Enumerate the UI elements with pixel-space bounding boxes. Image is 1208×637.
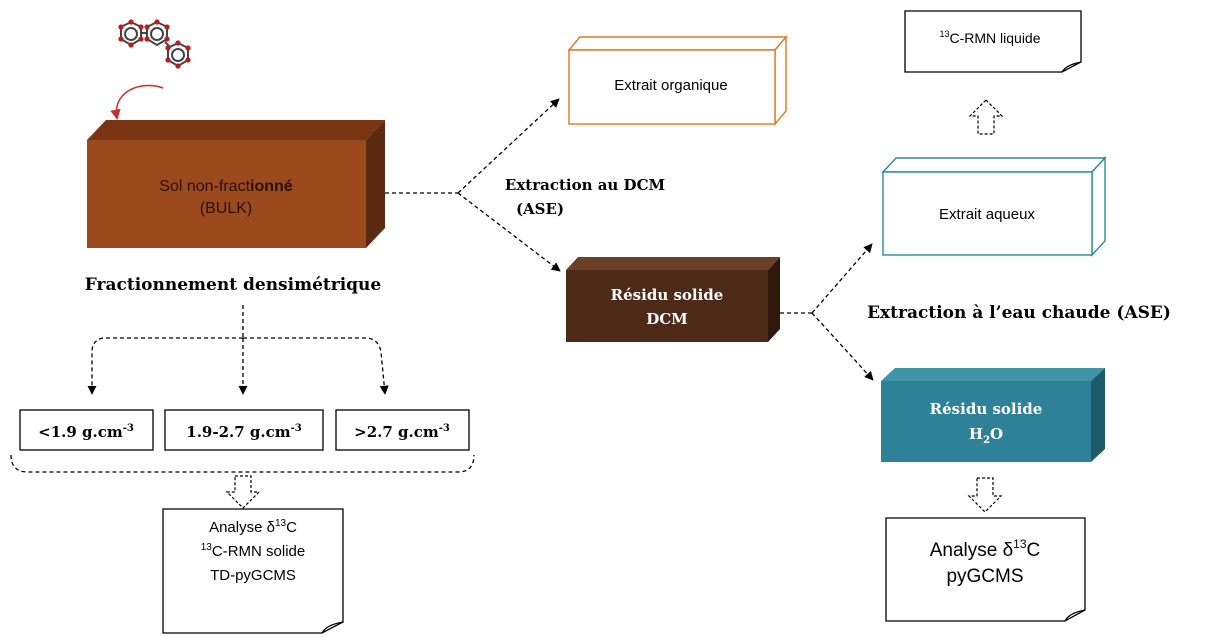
fraction-mid-sup: -3 xyxy=(291,423,302,434)
water-analysis-document: Analyse δ13C pyGCMS xyxy=(885,517,1086,622)
fraction-analysis-nmr-sup: 13 xyxy=(201,542,213,553)
fraction-high-label: >2.7 g.cm xyxy=(354,423,439,441)
hollow-arrow-residue-analysis xyxy=(967,477,1003,513)
fraction-analysis-delta-sup: 13 xyxy=(275,518,287,529)
svg-text:Analyse δ13C: Analyse δ13C xyxy=(209,518,297,536)
dcm-extraction-label-line1: Extraction au DCM xyxy=(505,176,665,194)
fraction-analysis-delta-suffix: C xyxy=(286,519,297,536)
curved-red-arrow xyxy=(110,84,164,121)
water-analysis-delta-sup: 13 xyxy=(1013,537,1027,551)
dcm-residue-line1: Résidu solide xyxy=(611,286,724,304)
water-residue-line1: Résidu solide xyxy=(930,400,1043,418)
svg-text:H2O: H2O xyxy=(969,425,1003,446)
svg-text:>2.7 g.cm-3: >2.7 g.cm-3 xyxy=(354,423,450,441)
water-residue-o: O xyxy=(990,425,1003,443)
fractionation-connectors xyxy=(10,305,475,473)
fraction-high-sup: -3 xyxy=(439,423,450,434)
water-analysis-delta: Analyse δ xyxy=(930,540,1013,561)
bulk-top-face xyxy=(87,120,385,140)
fraction-mid-label: 1.9-2.7 g.cm xyxy=(186,423,290,441)
aqueous-extract-label: Extrait aqueux xyxy=(939,206,1035,223)
svg-text:Analyse δ13C: Analyse δ13C xyxy=(930,537,1041,561)
liquid-nmr-label: C-RMN liquide xyxy=(949,30,1040,46)
svg-text:Sol non-fractionné: Sol non-fractionné xyxy=(159,178,292,195)
bulk-label-plain: Sol non-fract xyxy=(159,178,250,195)
organic-extract-label: Extrait organique xyxy=(614,77,727,94)
fraction-boxes: <1.9 g.cm-3 1.9-2.7 g.cm-3 >2.7 g.cm-3 xyxy=(19,409,470,451)
fraction-low-label: <1.9 g.cm xyxy=(38,423,123,441)
water-residue-sub: 2 xyxy=(983,435,990,446)
fraction-box-low: <1.9 g.cm-3 xyxy=(19,409,154,451)
water-residue-block: Résidu solide H2O xyxy=(881,368,1105,462)
fraction-analysis-nmr: C-RMN solide xyxy=(212,543,305,560)
fraction-analysis-document: Analyse δ13C 13C-RMN solide TD-pyGCMS xyxy=(162,508,344,634)
benzene-ring-1 xyxy=(120,20,142,47)
benzene-ring-2 xyxy=(146,20,168,47)
dcm-extraction-label-line2: (ASE) xyxy=(516,200,564,218)
hollow-arrow-fractions-analysis xyxy=(225,475,261,509)
svg-text:1.9-2.7 g.cm-3: 1.9-2.7 g.cm-3 xyxy=(186,423,302,441)
bulk-front-face xyxy=(87,140,366,248)
dcm-residue-block: Résidu solide DCM xyxy=(566,257,780,342)
bulk-side-face xyxy=(366,120,385,248)
dcm-extraction-connectors xyxy=(385,98,561,272)
bulk-label-bold: ionné xyxy=(250,178,293,195)
svg-text:13C-RMN solide: 13C-RMN solide xyxy=(201,542,305,560)
fraction-box-mid: 1.9-2.7 g.cm-3 xyxy=(164,409,324,451)
organic-extract-box: Extrait organique xyxy=(567,35,788,126)
molecule-atoms xyxy=(118,19,191,69)
fraction-low-sup: -3 xyxy=(123,423,134,434)
hot-water-extraction-label: Extraction à l’eau chaude (ASE) xyxy=(867,303,1171,323)
dcm-residue-line2: DCM xyxy=(646,310,688,328)
water-residue-h: H xyxy=(969,425,983,443)
fraction-analysis-gcms: TD-pyGCMS xyxy=(210,567,296,584)
bulk-soil-block: Sol non-fractionné (BULK) xyxy=(87,120,385,248)
hot-water-extraction-connectors xyxy=(780,243,874,381)
benzene-ring-3 xyxy=(167,41,189,68)
hollow-arrow-aqueous-nmr xyxy=(968,99,1004,135)
fractionation-label: Fractionnement densimétrique xyxy=(85,275,382,295)
aromatic-molecule-icon xyxy=(118,19,191,69)
liquid-nmr-sup: 13 xyxy=(939,29,949,39)
water-analysis-delta-suffix: C xyxy=(1027,540,1041,561)
fraction-analysis-delta: Analyse δ xyxy=(209,519,275,536)
svg-text:13C-RMN liquide: 13C-RMN liquide xyxy=(939,29,1040,46)
liquid-nmr-document: 13C-RMN liquide xyxy=(904,10,1082,73)
bulk-label-line2: (BULK) xyxy=(200,200,252,217)
water-analysis-gcms: pyGCMS xyxy=(946,566,1023,587)
svg-text:<1.9 g.cm-3: <1.9 g.cm-3 xyxy=(38,423,134,441)
fraction-box-high: >2.7 g.cm-3 xyxy=(335,409,470,451)
aqueous-extract-box: Extrait aqueux xyxy=(881,156,1107,257)
